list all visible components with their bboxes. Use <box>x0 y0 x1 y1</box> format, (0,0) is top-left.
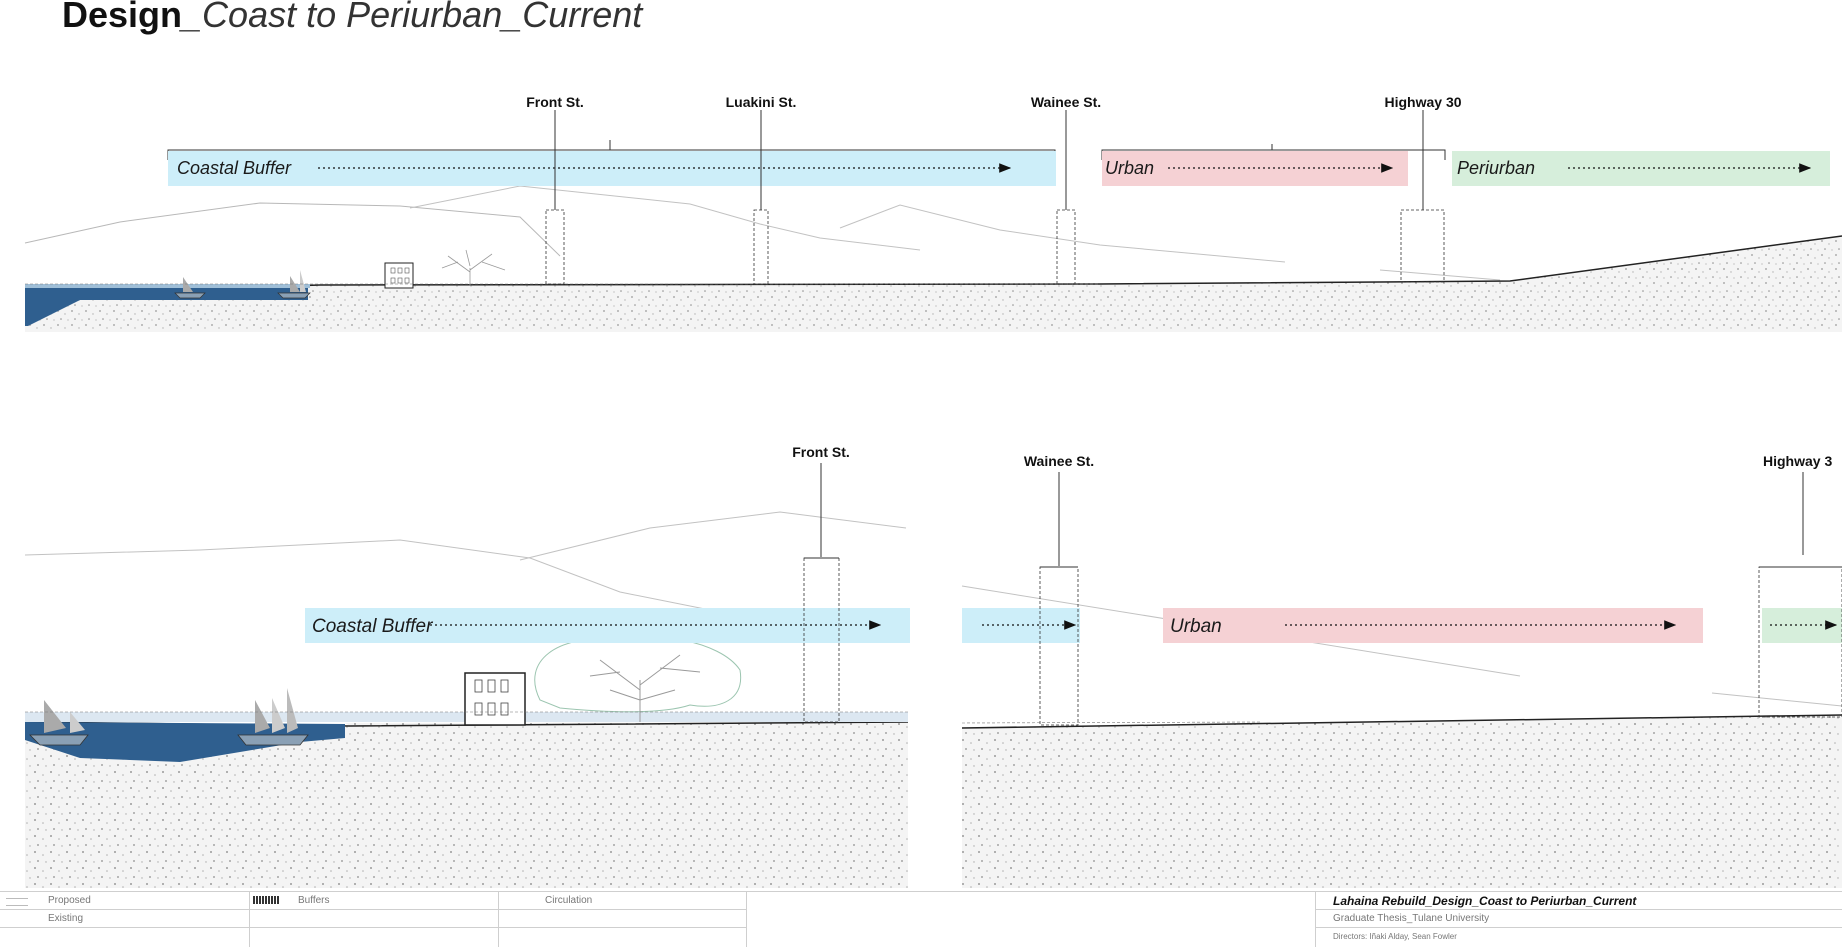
street-marker-luakini: Luakini St. <box>726 94 797 285</box>
boat-icon <box>29 700 89 746</box>
zone-label-coastal: Coastal Buffer <box>177 158 292 178</box>
coastal-buffer-band <box>962 608 1080 643</box>
street-marker-highway: Highway 3 <box>1758 453 1842 718</box>
legend-circulation: Circulation <box>545 895 593 906</box>
ground <box>25 236 1842 332</box>
street-marker-wainee: Wainee St. <box>1024 453 1094 726</box>
boat-icon <box>237 688 309 746</box>
project-name: Lahaina Rebuild_Design_Coast to Periurba… <box>1333 894 1637 908</box>
hill-line <box>24 202 561 257</box>
street-label: Highway 3 <box>1763 453 1832 469</box>
legend-proposed: Proposed <box>48 895 91 906</box>
street-label: Wainee St. <box>1031 94 1101 110</box>
project-subtitle: Graduate Thesis_Tulane University <box>1333 913 1490 924</box>
water-body <box>25 722 345 762</box>
bottom-right-section-diagram: Urban Wainee St. Highway 3 <box>961 453 1842 888</box>
bottom-left-section-diagram: Coastal Buffer Front St. <box>24 444 910 888</box>
buffers-swatch-icon <box>253 896 279 904</box>
boat-icon <box>174 277 206 299</box>
zone-label-periurban: Periurban <box>1457 158 1535 178</box>
coastal-buffer-band <box>305 608 910 643</box>
proposed-swatch-icon <box>6 898 28 906</box>
street-label: Luakini St. <box>726 94 797 110</box>
tree-icon <box>441 249 506 286</box>
zone-label-coastal: Coastal Buffer <box>312 616 433 637</box>
building-icon <box>384 262 414 289</box>
hill-line <box>839 204 1286 263</box>
title-rest: _Coast to Periurban_Current <box>182 0 643 35</box>
street-marker-wainee: Wainee St. <box>1031 94 1101 285</box>
water-body <box>25 286 308 326</box>
street-marker-front: Front St. <box>526 94 584 285</box>
title-block: Proposed Existing Buffers Circulation La… <box>0 890 1842 947</box>
legend-buffers: Buffers <box>298 895 330 906</box>
building-icon <box>464 672 526 726</box>
street-label: Front St. <box>526 94 584 110</box>
hill-line <box>409 185 921 251</box>
top-section-diagram: Coastal Buffer Urban Periurban Front St.… <box>24 94 1842 332</box>
street-marker-front: Front St. <box>792 444 850 723</box>
street-label: Wainee St. <box>1024 453 1094 469</box>
tree-icon <box>534 635 742 722</box>
project-directors: Directors: Iñaki Alday, Sean Fowler <box>1333 932 1457 941</box>
street-label: Highway 30 <box>1384 94 1461 110</box>
zone-label-urban: Urban <box>1170 616 1222 637</box>
title-bold: Design <box>62 0 183 35</box>
urban-band <box>1163 608 1703 643</box>
street-label: Front St. <box>792 444 850 460</box>
street-marker-highway: Highway 30 <box>1384 94 1462 283</box>
legend-existing: Existing <box>48 913 84 924</box>
page-title: Design_Coast to Periurban_Current <box>62 0 642 36</box>
periurban-band <box>1452 151 1830 186</box>
zone-label-urban: Urban <box>1105 158 1154 178</box>
